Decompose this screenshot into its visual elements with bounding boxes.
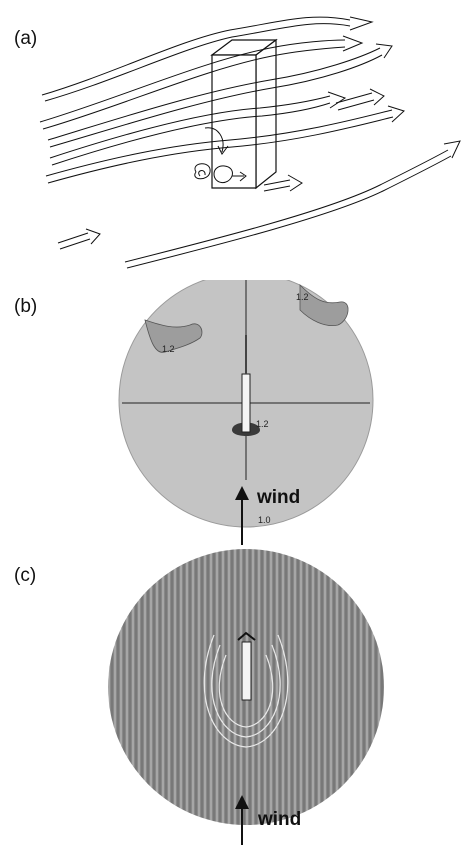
wind-label-c: wind [258, 809, 301, 831]
streamline-top [42, 17, 372, 101]
panel-b-label: (b) [14, 296, 37, 318]
contour-label: 1.2 [256, 419, 269, 429]
ground-arrow-left [58, 229, 100, 249]
wind-label-b: wind [257, 487, 300, 509]
streamline-2 [40, 36, 362, 129]
contour-label: 1.2 [296, 292, 309, 302]
long-ground-streamline [125, 141, 460, 268]
panel-c-label: (c) [14, 565, 36, 587]
contour-label: 1.0 [258, 515, 271, 525]
wind-tunnel-plate-c [0, 545, 464, 861]
panel-b: (b) 1.2 1.2 1.2 1.0 wind [0, 280, 464, 545]
panel-c: (c) wind [0, 545, 464, 861]
contour-label: 1.2 [162, 344, 175, 354]
building-model [242, 374, 250, 432]
streamline-4 [50, 92, 345, 165]
panel-a: (a) [0, 0, 464, 280]
building-model [242, 642, 251, 700]
wind-tunnel-plate-b: 1.2 1.2 1.2 1.0 [0, 280, 464, 545]
panel-a-label: (a) [14, 28, 37, 50]
flow-diagram-3d [0, 0, 464, 280]
